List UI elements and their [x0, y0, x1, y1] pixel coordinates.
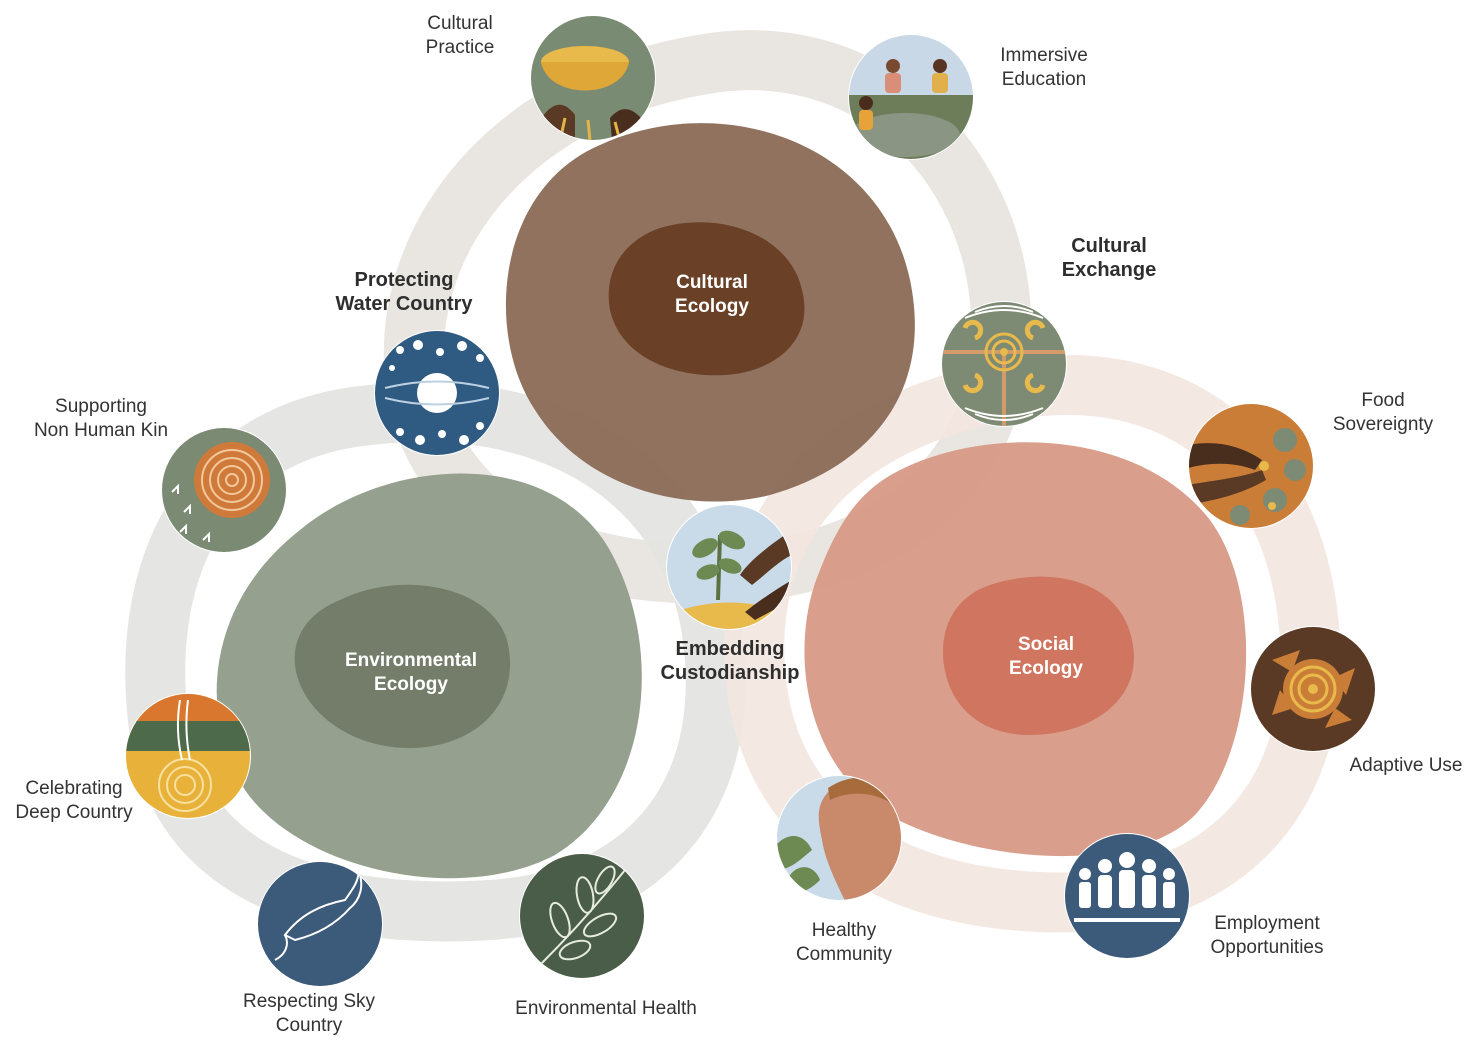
- environmental-ecology-blob: [216, 473, 642, 879]
- social-ecology-blob: [804, 442, 1247, 857]
- leafy-branch-icon: [520, 854, 644, 978]
- respecting-sky-country-line1: Respecting Sky: [242, 991, 375, 1012]
- environmental-ecology-line2: Ecology: [374, 674, 448, 695]
- immersive-education-label: Immersive Education: [984, 44, 1104, 92]
- environmental-health-line1: Environmental Health: [515, 998, 697, 1019]
- supporting-non-human-kin-label: Supporting Non Human Kin: [16, 395, 186, 443]
- healthy-community-line2: Community: [795, 944, 893, 965]
- cultural-practice-label: Cultural Practice: [405, 12, 515, 60]
- cultural-exchange-line2: Exchange: [1061, 259, 1157, 281]
- environmental-health-node: [519, 853, 645, 979]
- embedding-custodianship-line1: Embedding: [675, 638, 785, 660]
- environmental-health-label: Environmental Health: [496, 997, 716, 1021]
- cultural-practice-line1: Cultural: [427, 13, 493, 34]
- respecting-sky-country-line2: Country: [275, 1015, 343, 1036]
- employment-opportunities-label: Employment Opportunities: [1192, 912, 1342, 960]
- employment-opportunities-node: [1064, 833, 1190, 959]
- environmental-ecology-label: Environmental Ecology: [321, 649, 501, 697]
- embedding-custodianship-node: [666, 504, 792, 630]
- respecting-sky-country-label: Respecting Sky Country: [224, 990, 394, 1038]
- celebrating-deep-country-line2: Deep Country: [15, 802, 133, 823]
- immersive-education-line1: Immersive: [1000, 45, 1088, 66]
- food-sovereignty-line2: Sovereignty: [1332, 414, 1434, 435]
- concentric-tracks-icon: [162, 428, 286, 552]
- environmental-ring: [125, 381, 746, 942]
- employment-opportunities-line1: Employment: [1214, 913, 1320, 934]
- protecting-water-country-label: Protecting Water Country: [319, 268, 489, 316]
- social-ecology-line2: Ecology: [1009, 658, 1083, 679]
- food-sovereignty-node: [1188, 403, 1314, 529]
- food-sovereignty-label: Food Sovereignty: [1318, 389, 1448, 437]
- cultural-practice-node: [530, 15, 656, 141]
- cycle-arrows-icon: [1251, 627, 1375, 751]
- immersive-education-node: [848, 34, 974, 160]
- environmental-ecology-line1: Environmental: [345, 650, 477, 671]
- embedding-custodianship-line2: Custodianship: [660, 662, 800, 684]
- celebrating-deep-country-node: [125, 693, 251, 819]
- food-sovereignty-line1: Food: [1361, 390, 1405, 411]
- bird-flight-icon: [258, 862, 382, 986]
- supporting-non-human-kin-line2: Non Human Kin: [33, 420, 169, 441]
- cultural-ecology-line2: Ecology: [675, 296, 749, 317]
- celebrating-deep-country-line1: Celebrating: [25, 778, 123, 799]
- cultural-ecology-line1: Cultural: [676, 272, 748, 293]
- healthy-community-node: [776, 775, 902, 901]
- supporting-non-human-kin-line1: Supporting: [55, 396, 147, 417]
- social-ecology-line1: Social: [1018, 634, 1074, 655]
- protecting-water-country-line1: Protecting: [354, 269, 454, 291]
- respecting-sky-country-node: [257, 861, 383, 987]
- adaptive-use-line1: Adaptive Use: [1349, 755, 1463, 776]
- cultural-practice-line2: Practice: [425, 37, 495, 58]
- social-ecology-label: Social Ecology: [996, 633, 1096, 681]
- cultural-ecology-blob: [505, 123, 915, 502]
- supporting-non-human-kin-node: [161, 427, 287, 553]
- employment-opportunities-line2: Opportunities: [1210, 937, 1324, 958]
- people-group-icon: [1065, 834, 1189, 958]
- water-dots-icon: [375, 331, 499, 455]
- adaptive-use-node: [1250, 626, 1376, 752]
- protecting-water-country-line2: Water Country: [335, 293, 473, 315]
- meeting-place-symbol-icon: [942, 302, 1066, 426]
- adaptive-use-label: Adaptive Use: [1340, 754, 1472, 778]
- healthy-community-line1: Healthy: [811, 920, 877, 941]
- immersive-education-line2: Education: [1001, 69, 1087, 90]
- cultural-exchange-label: Cultural Exchange: [1049, 234, 1169, 282]
- embedding-custodianship-label: Embedding Custodianship: [645, 637, 815, 685]
- healthy-community-label: Healthy Community: [779, 919, 909, 967]
- hands-harvest-icon: [1189, 404, 1313, 528]
- cultural-ecology-label: Cultural Ecology: [662, 271, 762, 319]
- cultural-exchange-node: [941, 301, 1067, 427]
- cultural-exchange-line1: Cultural: [1071, 235, 1147, 257]
- group-learning-icon: [849, 35, 973, 159]
- protecting-water-country-node: [374, 330, 500, 456]
- celebrating-deep-country-label: Celebrating Deep Country: [4, 777, 144, 825]
